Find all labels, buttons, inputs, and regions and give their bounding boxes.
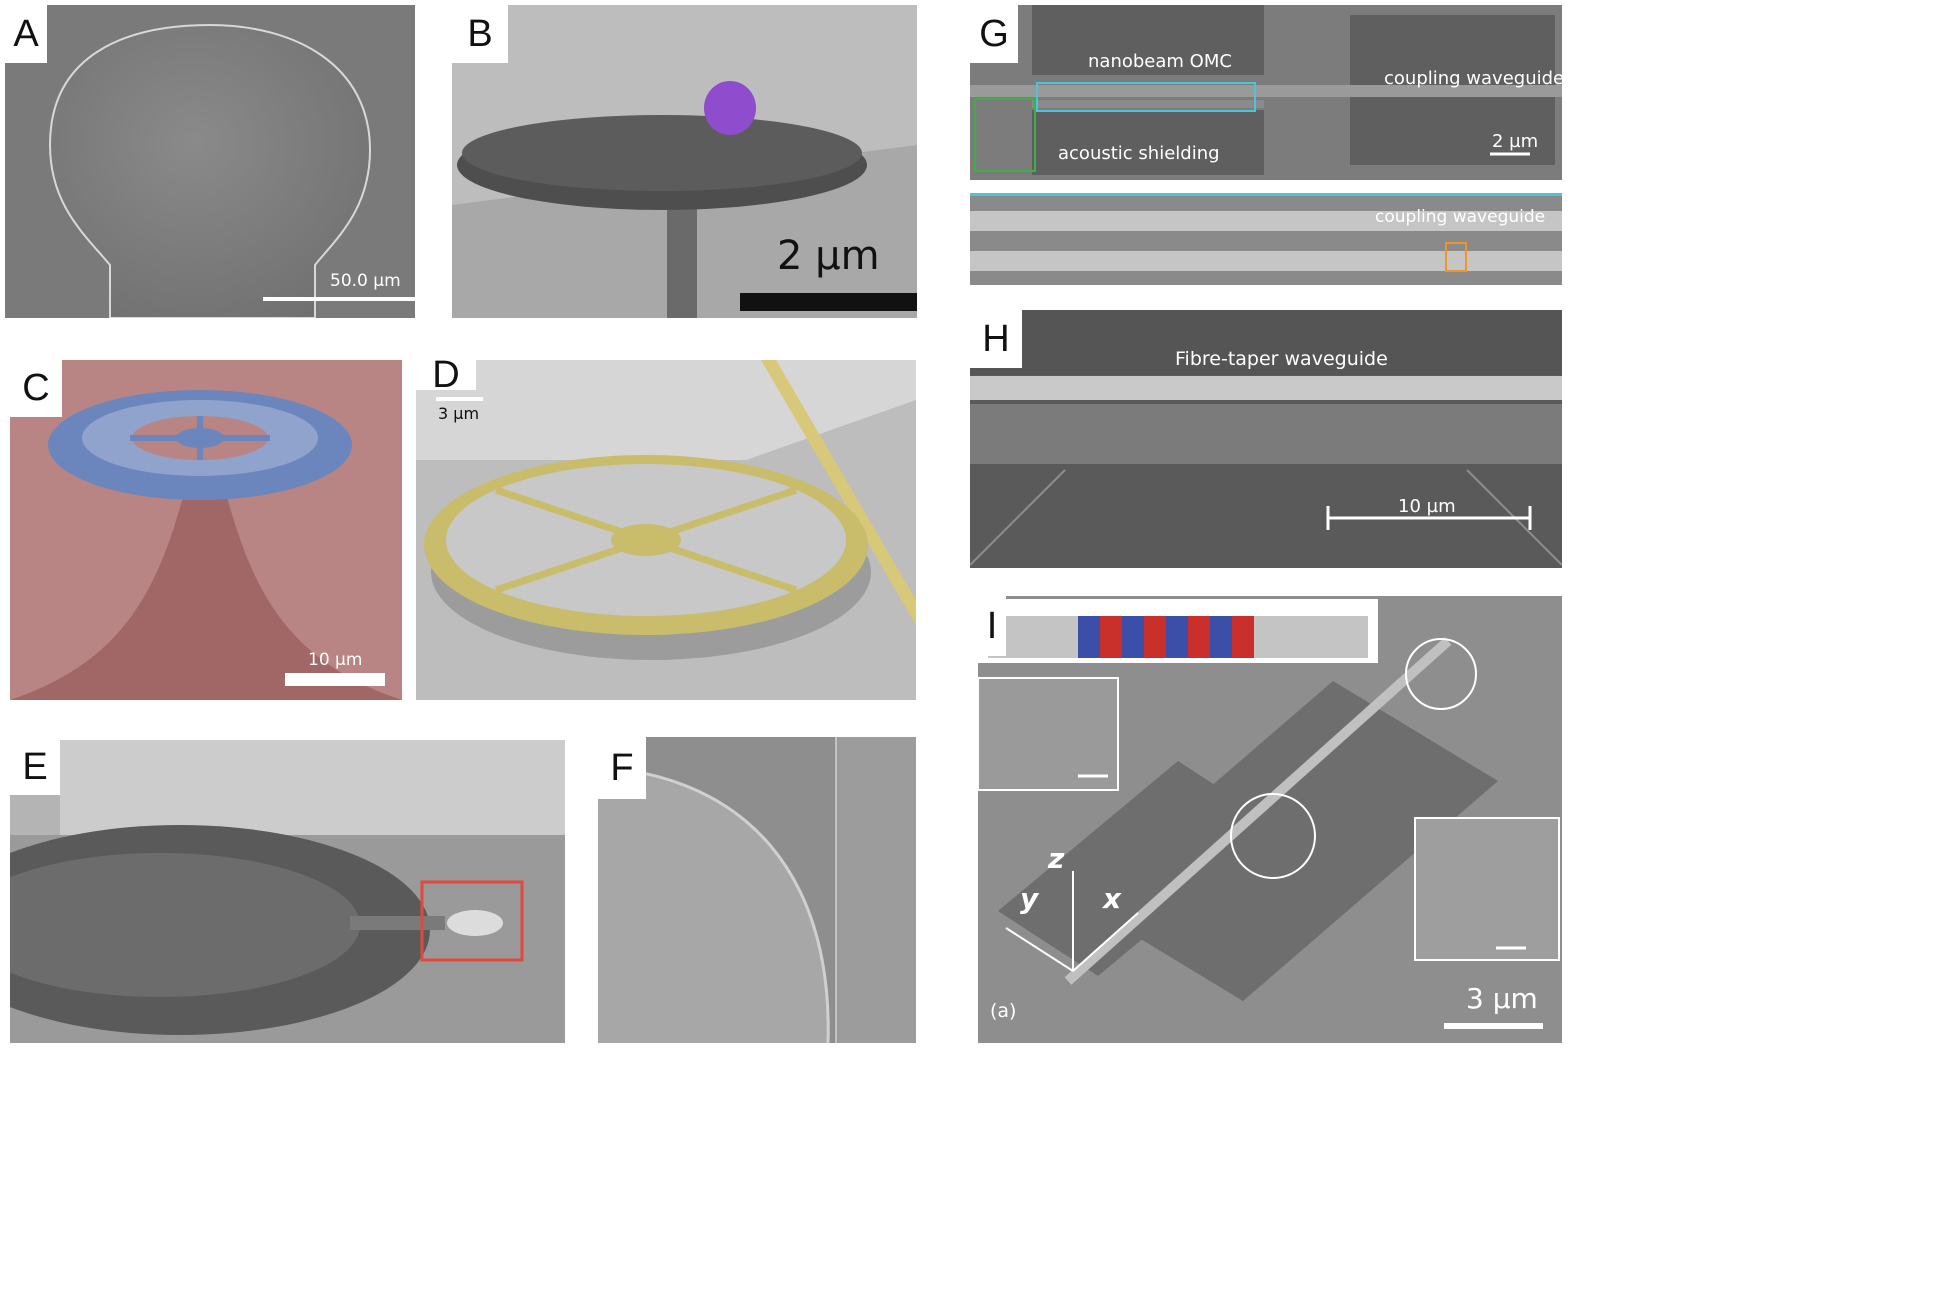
fiber-tip [48,23,372,318]
optical-disk [10,853,360,997]
panel-e-image [10,740,565,1043]
zoom-circle-center [1230,793,1316,879]
panel-g-top: G nanobeam OMC coupling waveguide acoust… [970,5,1562,180]
panel-a-image [5,5,415,318]
panel-f-image [598,737,916,1043]
panel-label-b: B [452,5,508,63]
shielding-box [974,98,1036,172]
panel-g-top-image [970,5,1562,180]
axis-label-x: x [1103,882,1122,915]
panel-f: F [598,737,916,1043]
panel-h: H Fibre-taper waveguide 10 µm [970,310,1562,568]
label-fibre-taper: Fibre-taper waveguide [1175,348,1388,370]
scalebar-label-g: 2 µm [1492,131,1539,152]
panel-i-image [978,596,1562,1043]
right-zoom-inset [1414,817,1560,961]
scalebar-label-c: 10 µm [308,650,363,670]
panel-i: I z y x (a) 3 µm [978,596,1562,1043]
panel-label-c: C [10,360,62,417]
panel-label-h: H [970,310,1022,368]
scalebar-label-a: 50.0 µm [330,271,401,291]
scalebar-label-i: 3 µm [1466,982,1538,1015]
panel-g-zoom-image [970,193,1562,285]
panel-label-f: F [598,737,646,799]
panel-b-image [452,5,917,318]
left-zoom-inset [978,677,1119,791]
panel-g-zoom: coupling waveguide [970,193,1562,285]
label-nanobeam: nanobeam OMC [1088,51,1232,72]
label-coupling-waveguide: coupling waveguide [1384,68,1562,89]
panel-d: D 3 µm [416,360,916,700]
axis-label-z: z [1048,842,1065,875]
panel-e: E [10,740,565,1043]
panel-label-e: E [10,740,60,795]
label-coupling-waveguide-zoom: coupling waveguide [1375,207,1546,227]
panel-c: C 10 µm [10,360,402,700]
scalebar-label-d: 3 µm [438,404,480,423]
panel-h-image [970,310,1562,568]
scalebar-label-h: 10 µm [1398,496,1456,517]
panel-label-a: A [5,5,47,63]
panel-label-g: G [970,5,1018,63]
zoom-circle-right [1405,638,1477,710]
panel-c-image [10,360,402,700]
disk-edge [598,767,829,1043]
panel-label-d: D [416,360,476,396]
scalebar-label-b: 2 µm [777,233,880,279]
unit-cell-box [1445,242,1467,272]
panel-a: A 50.0 µm [5,5,415,318]
panel-b: B 2 µm [452,5,917,318]
axis-label-y: y [1020,882,1039,915]
highlight-box [420,880,524,962]
label-acoustic-shielding: acoustic shielding [1058,143,1220,164]
sublabel-a: (a) [990,1000,1017,1022]
fibre-taper [970,376,1562,400]
nanobeam-box [1036,82,1256,112]
panel-label-i: I [978,596,1006,656]
panel-d-image [416,360,916,700]
nanoparticle [704,81,756,135]
